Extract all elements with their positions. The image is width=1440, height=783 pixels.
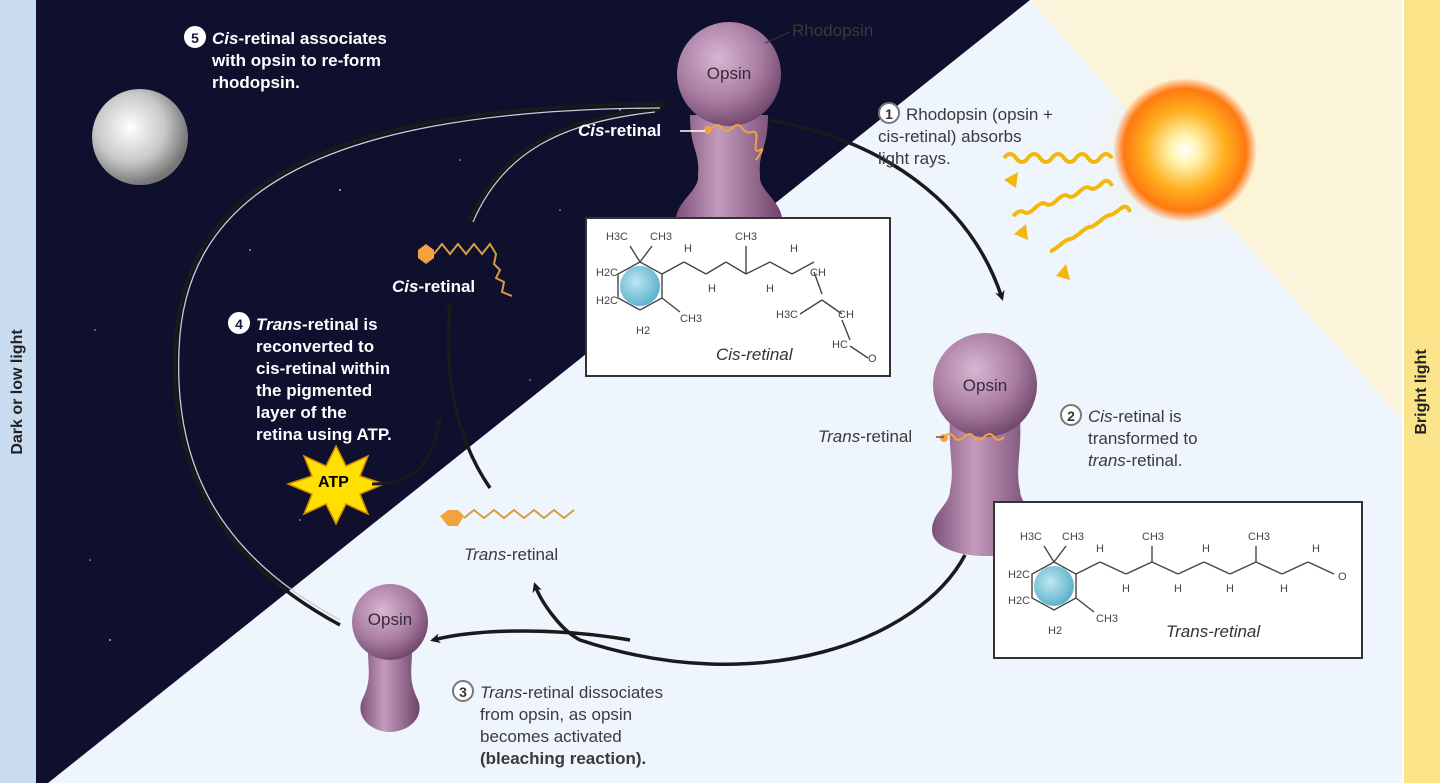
- svg-text:H2: H2: [1048, 625, 1062, 637]
- svg-text:H: H: [1226, 583, 1234, 595]
- step-4-number: 4: [228, 312, 250, 334]
- trans-retinal-label-bound: Trans-retinal: [818, 427, 913, 446]
- dark-side-label: Dark or low light: [9, 328, 26, 455]
- svg-text:H: H: [790, 243, 798, 255]
- free-trans-retinal-molecule: [440, 508, 575, 526]
- svg-text:H3C: H3C: [776, 309, 798, 321]
- svg-text:H2: H2: [636, 325, 650, 337]
- atp-starburst-icon: [285, 444, 387, 526]
- opsin-label-middle: Opsin: [962, 376, 1008, 395]
- svg-text:H: H: [1096, 543, 1104, 555]
- trans-retinal-label-free: Trans-retinal: [464, 545, 559, 564]
- svg-text:CH3: CH3: [735, 231, 757, 243]
- free-cis-retinal-molecule: [418, 242, 513, 297]
- cis-retinal-label-top: Cis-retinal: [578, 121, 662, 140]
- svg-text:H2C: H2C: [1008, 569, 1030, 581]
- arrow-step-4: [444, 302, 492, 489]
- moon-icon: [92, 89, 200, 185]
- svg-text:CH3: CH3: [1096, 613, 1118, 625]
- bright-side-label: Bright light: [1413, 348, 1430, 435]
- cis-retinal-caption: Cis-retinal: [716, 345, 793, 364]
- ray-arrowheads: [1004, 172, 1070, 280]
- svg-text:H: H: [766, 283, 774, 295]
- svg-text:CH: CH: [810, 267, 826, 279]
- trans-retinal-caption: Trans-retinal: [1166, 622, 1261, 641]
- svg-text:H2C: H2C: [596, 295, 618, 307]
- svg-text:H: H: [1174, 583, 1182, 595]
- arrow-step-5: [172, 99, 668, 627]
- svg-text:H: H: [684, 243, 692, 255]
- cis-retinal-label-free: Cis-retinal: [392, 277, 476, 296]
- svg-text:H: H: [708, 283, 716, 295]
- dark-side-bar: Dark or low light: [0, 0, 36, 783]
- step-3-number: 3: [452, 680, 474, 702]
- step-2-number: 2: [1060, 404, 1082, 426]
- svg-text:CH3: CH3: [650, 231, 672, 243]
- svg-text:CH3: CH3: [1142, 531, 1164, 543]
- step-1-number: 1: [878, 102, 900, 124]
- atp-label: ATP: [318, 474, 349, 491]
- arrow-cis-to-rhodopsin: [468, 103, 663, 221]
- svg-text:O: O: [1338, 571, 1347, 583]
- svg-text:H3C: H3C: [606, 231, 628, 243]
- svg-text:CH3: CH3: [680, 313, 702, 325]
- opsin-label-top: Opsin: [706, 64, 752, 83]
- svg-text:O: O: [868, 353, 877, 365]
- svg-text:H: H: [1122, 583, 1130, 595]
- bright-side-bar: Bright light: [1404, 0, 1440, 783]
- svg-text:HC: HC: [832, 339, 848, 351]
- arrow-atp: [371, 417, 444, 486]
- svg-text:CH3: CH3: [1248, 531, 1270, 543]
- step-5-number: 5: [184, 26, 206, 48]
- rhodopsin-label: Rhodopsin: [792, 21, 874, 40]
- rhodopsin-protein: [676, 22, 782, 218]
- opsin-label-bottom: Opsin: [367, 610, 413, 629]
- svg-text:H2C: H2C: [1008, 595, 1030, 607]
- svg-text:H: H: [1312, 543, 1320, 555]
- svg-text:CH: CH: [838, 309, 854, 321]
- svg-text:H: H: [1280, 583, 1288, 595]
- sun-icon: [1085, 50, 1285, 250]
- opsin-activated-protein: [352, 584, 428, 732]
- cycle-arrow-highlights: [178, 107, 661, 621]
- arrow-step-1-to-2: [769, 118, 1005, 301]
- svg-text:H2C: H2C: [596, 267, 618, 279]
- light-rays: [1002, 152, 1132, 253]
- cycle-arrows: [172, 99, 1005, 666]
- rhodopsin-pointer: [764, 31, 791, 44]
- svg-text:H: H: [1202, 543, 1210, 555]
- arrow-to-trans-retinal: [532, 554, 967, 666]
- arrow-to-opsin-3: [430, 629, 631, 644]
- svg-text:H3C: H3C: [1020, 531, 1042, 543]
- svg-text:CH3: CH3: [1062, 531, 1084, 543]
